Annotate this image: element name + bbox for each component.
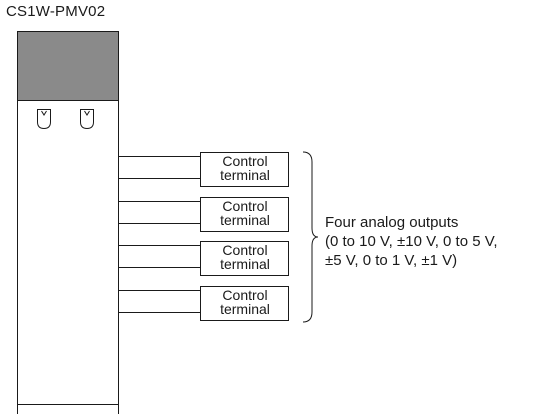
outputs-description-line-2: (0 to 10 V, ±10 V, 0 to 5 V, bbox=[325, 233, 498, 250]
module-title: CS1W-PMV02 bbox=[6, 3, 106, 20]
terminal-wiring-4 bbox=[118, 286, 289, 321]
analog-outputs-description: Four analog outputs (0 to 10 V, ±10 V, 0… bbox=[325, 213, 498, 270]
control-terminal-label-1: Control terminal bbox=[220, 153, 270, 183]
terminal-wiring-1 bbox=[118, 152, 289, 187]
outputs-description-line-1: Four analog outputs bbox=[325, 214, 459, 231]
control-terminal-label-3: Control terminal bbox=[220, 242, 270, 272]
control-terminal-label-2: Control terminal bbox=[220, 198, 270, 228]
control-terminal-box-3 bbox=[200, 241, 289, 276]
control-terminal-label-4: Control terminal bbox=[220, 287, 270, 317]
control-terminal-box-2 bbox=[200, 197, 289, 232]
control-terminal-box-1 bbox=[200, 152, 289, 187]
indicator-led-1-icon bbox=[37, 109, 51, 130]
module-header bbox=[17, 31, 119, 101]
terminal-wiring-3 bbox=[118, 241, 289, 276]
outputs-description-line-3: ±5 V, 0 to 1 V, ±1 V) bbox=[325, 252, 458, 269]
terminal-wiring-2 bbox=[118, 197, 289, 232]
control-terminal-box-4 bbox=[200, 286, 289, 321]
grouping-brace bbox=[302, 151, 319, 323]
indicator-led-2-icon bbox=[80, 109, 94, 130]
